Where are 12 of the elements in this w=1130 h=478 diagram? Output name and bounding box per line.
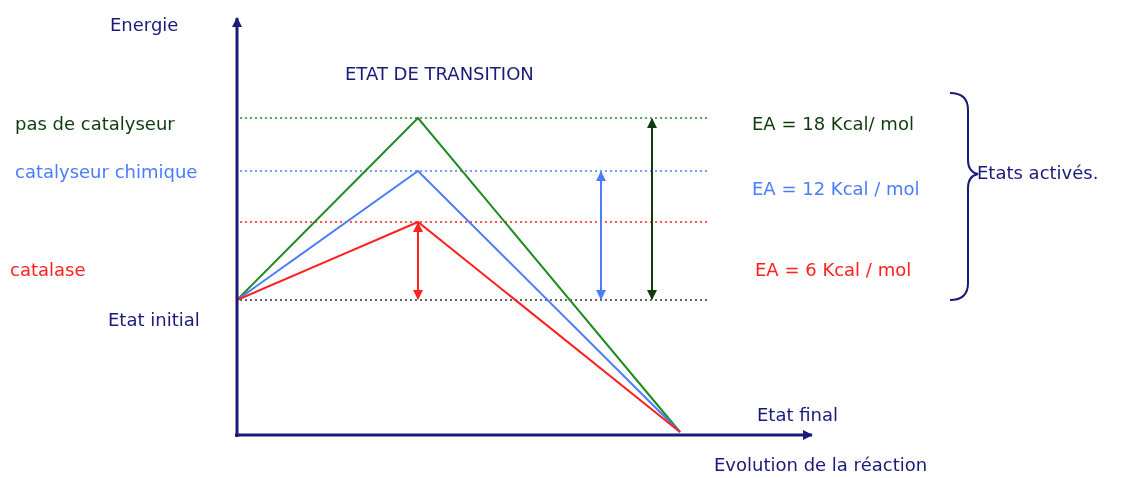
axis-label: Evolution de la réaction xyxy=(714,454,928,476)
annotation: ETAT DE TRANSITION xyxy=(345,63,534,85)
axis-label: Energie xyxy=(110,14,179,36)
annotation: Etat initial xyxy=(108,309,200,331)
activation-energy-value: EA = 12 Kcal / mol xyxy=(752,178,920,200)
annotation: Etat final xyxy=(757,404,839,426)
curve-label: pas de catalyseur xyxy=(15,113,175,135)
activation-energy-value: EA = 6 Kcal / mol xyxy=(755,259,912,281)
curve-label: catalase xyxy=(10,259,86,281)
curve-label: catalyseur chimique xyxy=(15,161,198,183)
activation-energy-value: EA = 18 Kcal/ mol xyxy=(752,113,914,135)
annotation: Etats activés. xyxy=(977,162,1099,184)
